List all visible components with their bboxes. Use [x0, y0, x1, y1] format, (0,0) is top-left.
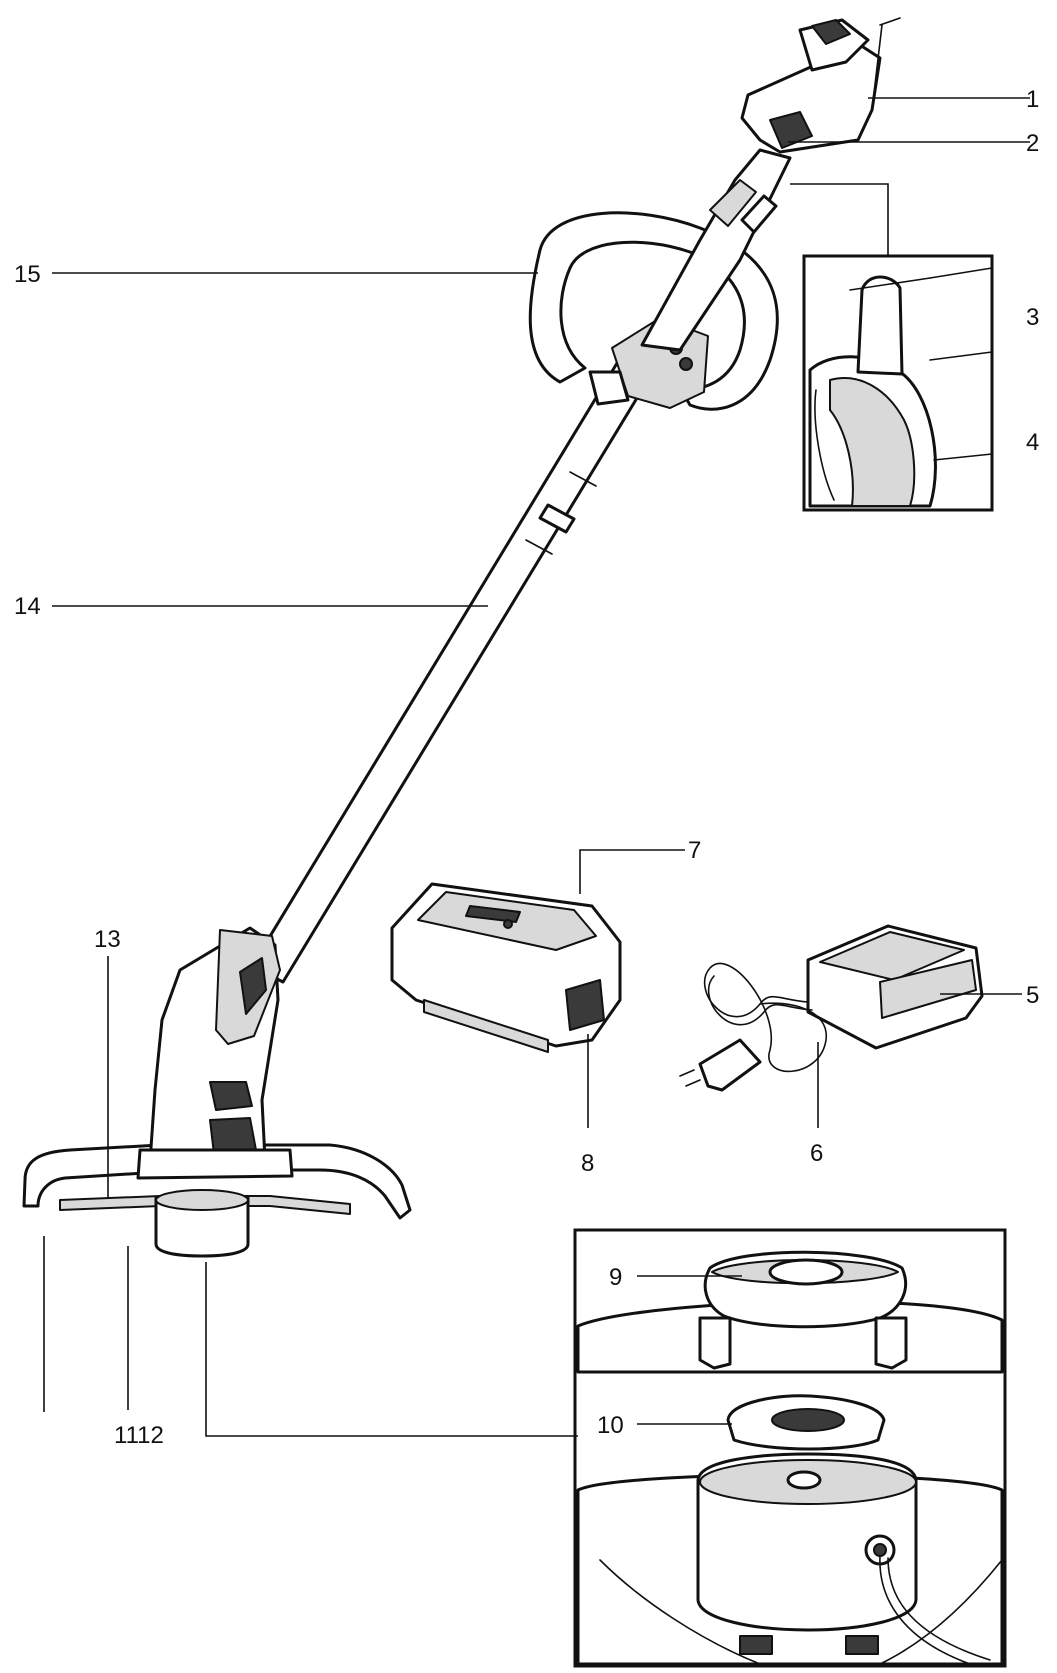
callout-10: 10	[597, 1412, 624, 1439]
callout-1112: 1112	[114, 1422, 164, 1449]
leader-line-inset-b	[205, 1262, 578, 1437]
callout-6: 6	[810, 1140, 823, 1167]
callout-1: 1	[1026, 86, 1039, 113]
leader-lines	[43, 97, 1030, 1437]
callout-7: 7	[688, 837, 701, 864]
callout-13: 13	[94, 926, 121, 953]
callout-labels: 1 2 3 4 5 6 7 8 9 10 1112 13 14 15	[14, 86, 1039, 1449]
callout-4: 4	[1026, 429, 1039, 456]
callout-9: 9	[609, 1264, 622, 1291]
callout-3: 3	[1026, 304, 1039, 331]
inset-trigger-detail	[802, 254, 994, 512]
callout-14: 14	[14, 593, 41, 620]
leader-line-inset-a	[790, 183, 889, 256]
callout-2: 2	[1026, 130, 1039, 157]
battery	[390, 882, 622, 1053]
inset-spool-detail	[573, 1228, 1007, 1668]
trimmer-head	[22, 926, 412, 1258]
callout-8: 8	[581, 1150, 594, 1177]
rear-handle	[640, 17, 901, 352]
callout-5: 5	[1026, 982, 1039, 1009]
leader-line-7	[579, 849, 685, 894]
callout-15: 15	[14, 261, 41, 288]
charger	[679, 924, 984, 1092]
